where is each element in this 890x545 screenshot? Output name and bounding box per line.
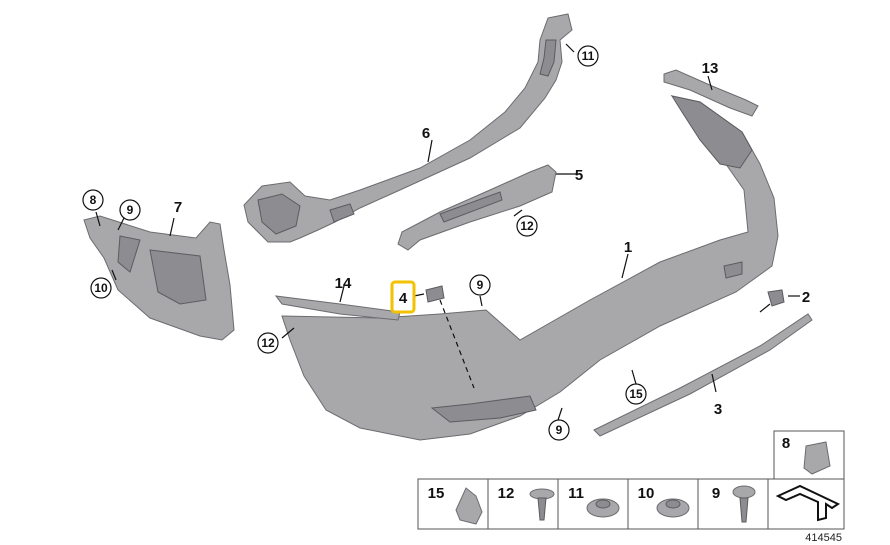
circle-label-9-upper-text: 9 xyxy=(477,278,484,292)
side-bracket-part xyxy=(83,215,235,341)
dashed-section-line xyxy=(439,299,475,389)
nut-10-icon xyxy=(656,498,690,518)
fastener-legend: 8 15 12 11 10 9 xyxy=(417,430,845,530)
legend-label-15: 15 xyxy=(428,485,445,502)
legend-label-9: 9 xyxy=(712,485,720,502)
circle-label-12-lower: 12 xyxy=(257,332,279,354)
label-part-3: 3 xyxy=(714,401,722,418)
legend-label-12: 12 xyxy=(498,485,515,502)
circle-label-12-upper: 12 xyxy=(516,215,538,237)
clip-nut-icon xyxy=(803,441,831,475)
circle-label-10: 10 xyxy=(90,277,112,299)
legend-cell-12 xyxy=(487,478,559,530)
circle-label-9-lower-text: 9 xyxy=(556,423,563,437)
direction-arrow-icon xyxy=(775,484,841,522)
legend-cell-9 xyxy=(697,478,769,530)
label-part-1: 1 xyxy=(624,239,632,256)
spring-clip-icon xyxy=(455,487,483,525)
impact-absorber-part xyxy=(397,164,557,251)
label-part-4: 4 xyxy=(399,290,408,307)
circle-label-12-upper-text: 12 xyxy=(520,219,534,233)
upper-trim-strip-part xyxy=(663,69,759,117)
label-part-7: 7 xyxy=(174,199,182,216)
lower-trim-strip-part xyxy=(593,313,813,437)
leader-lines xyxy=(95,43,800,421)
reference-number: 414545 xyxy=(805,532,842,544)
label-part-5: 5 xyxy=(575,167,583,184)
circle-label-9-lower: 9 xyxy=(548,419,570,441)
circle-label-8-text: 8 xyxy=(90,193,97,207)
left-trim-strip-part xyxy=(274,295,401,321)
circle-label-11-text: 11 xyxy=(582,49,595,63)
label-part-14: 14 xyxy=(335,275,352,292)
circle-label-9-bracket-text: 9 xyxy=(127,203,134,217)
circle-label-8: 8 xyxy=(82,189,104,211)
reinforcement-carrier-part xyxy=(243,13,573,243)
legend-label-11: 11 xyxy=(568,485,584,502)
circle-label-15: 15 xyxy=(625,383,647,405)
legend-label-10: 10 xyxy=(638,485,655,502)
legend-label-8: 8 xyxy=(782,435,790,452)
sensor-bracket-part xyxy=(759,289,785,313)
label-part-13: 13 xyxy=(702,60,719,77)
circle-label-9-upper: 9 xyxy=(469,274,491,296)
highlight-box-part-4 xyxy=(390,280,416,314)
nut-11-icon xyxy=(586,498,620,518)
circle-label-10-text: 10 xyxy=(94,281,108,295)
label-part-2: 2 xyxy=(802,289,810,306)
circle-label-9-bracket: 9 xyxy=(119,199,141,221)
clip-part xyxy=(425,285,445,303)
bumper-panel-part xyxy=(281,95,779,441)
screw-9-icon xyxy=(732,485,756,523)
circle-label-12-lower-text: 12 xyxy=(261,336,275,350)
circle-label-11: 11 xyxy=(577,45,599,67)
screw-12-icon xyxy=(529,488,555,521)
label-part-6: 6 xyxy=(422,125,430,142)
circle-label-15-text: 15 xyxy=(629,387,643,401)
